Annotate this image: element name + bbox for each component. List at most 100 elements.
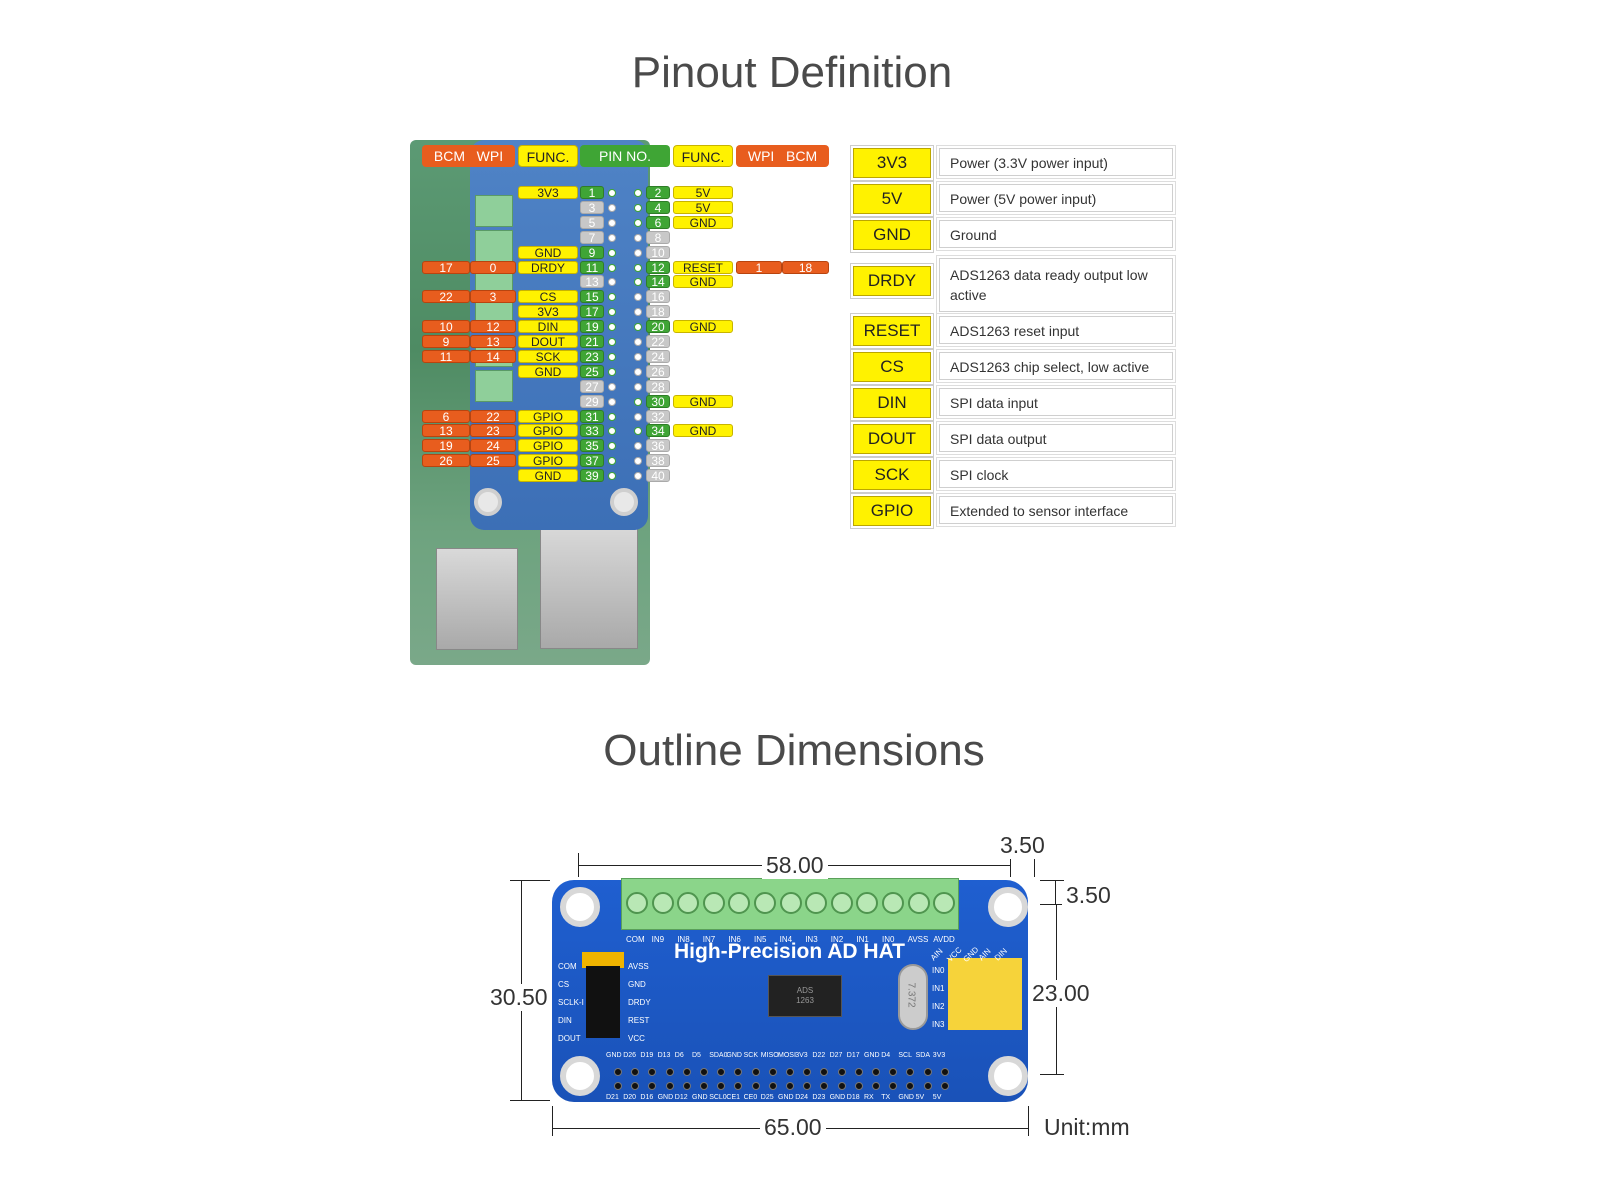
func-left: GND (518, 246, 578, 260)
terminal-screw-icon (754, 892, 776, 914)
terminal-label: IN5 (754, 935, 767, 944)
gpio-pin-icon (820, 1068, 829, 1076)
pin-number: 26 (646, 365, 670, 379)
func-right: GND (673, 216, 733, 230)
input-label: IN2 (932, 1002, 945, 1011)
func-left: GND (518, 469, 578, 483)
jumper-label: DRDY (628, 998, 651, 1007)
jumper-label: VCC (628, 1034, 645, 1043)
header-pin (634, 219, 642, 227)
header-wpi-bcm-right: WPI BCM (736, 145, 829, 167)
left-pin-label: COM (558, 962, 577, 971)
dim-tick (1034, 853, 1035, 877)
terminal-label: AVSS (907, 935, 929, 944)
gpio-pin-icon (665, 1082, 674, 1090)
gpio-top-label: GND (864, 1052, 880, 1059)
bcm-right: 18 (782, 261, 829, 275)
pin-number: 20 (646, 320, 670, 334)
gpio-pin-icon (803, 1068, 812, 1076)
func-left: SCK (518, 350, 578, 364)
pin-number: 24 (646, 350, 670, 364)
mounting-hole-icon (988, 1056, 1028, 1096)
gpio-pin-icon (940, 1068, 949, 1076)
pin-number: 23 (580, 350, 604, 364)
func-right: RESET (673, 261, 733, 275)
dim-tick (1040, 880, 1064, 881)
pin-number: 15 (580, 290, 604, 304)
left-pin-label: CS (558, 980, 570, 989)
outline-title: Outline Dimensions (603, 726, 985, 775)
gpio-pin-icon (940, 1082, 949, 1090)
func-left: GPIO (518, 424, 578, 438)
pinout-title: Pinout Definition (631, 48, 953, 97)
legend-row: 3V3 Power (3.3V power input) (853, 148, 1178, 178)
header-pin (634, 472, 642, 480)
gpio-pin-icon (734, 1068, 743, 1076)
legend-label: GPIO (853, 496, 931, 526)
board-name: High-Precision AD HAT (674, 940, 906, 963)
func-right: 5V (673, 201, 733, 215)
terminal-label: COM (626, 935, 645, 944)
pin-number: 39 (580, 469, 604, 483)
jumper-label: AVSS (628, 962, 649, 971)
terminal-screw-icon (933, 892, 956, 914)
header-pin (634, 264, 642, 272)
gpio-pin-icon (717, 1068, 726, 1076)
gpio-pin-icon (734, 1082, 743, 1090)
dim-tick (510, 880, 550, 881)
func-left: DIN (518, 320, 578, 334)
pin-number: 6 (646, 216, 670, 230)
gpio-top-label: D26 (623, 1052, 637, 1059)
pin-number: 14 (646, 275, 670, 289)
wpi-right: 1 (736, 261, 782, 275)
gpio-pin-icon (682, 1082, 691, 1090)
gpio-pin-icon (837, 1082, 846, 1090)
bcm-left: 10 (422, 320, 470, 334)
pin-number: 32 (646, 410, 670, 424)
header-pin (634, 368, 642, 376)
legend-description: ADS1263 data ready output low active (939, 258, 1173, 312)
header-pin (608, 249, 616, 257)
pin-number: 30 (646, 395, 670, 409)
gpio-pin-icon (631, 1068, 640, 1076)
func-left: CS (518, 290, 578, 304)
terminal-label: IN0 (882, 935, 895, 944)
gpio-pin-icon (700, 1082, 708, 1090)
legend-description: SPI data input (939, 388, 1173, 416)
gpio-pin-icon (648, 1068, 657, 1076)
header-pin (608, 457, 616, 465)
legend-row: 5V Power (5V power input) (853, 184, 1178, 214)
header-pin (608, 264, 616, 272)
dim-tick (578, 853, 579, 877)
gpio-top-label: MISO (760, 1052, 779, 1059)
legend-description: Power (3.3V power input) (939, 148, 1173, 176)
wpi-left: 3 (470, 290, 516, 304)
gpio-pin-icon (906, 1082, 915, 1090)
input-label: IN3 (932, 1020, 945, 1029)
terminal-screw-icon (626, 892, 648, 914)
header-pin (608, 413, 616, 421)
gpio-top-label: D19 (640, 1052, 654, 1059)
terminal-block-image (475, 195, 513, 227)
header-pin (608, 442, 616, 450)
legend-label: SCK (853, 460, 931, 490)
gpio-bottom-label: D23 (812, 1094, 826, 1101)
gpio-top-label: 3V3 (932, 1052, 946, 1059)
jumper-header-image (586, 966, 620, 1038)
legend-row: GPIO Extended to sensor interface (853, 496, 1178, 526)
header-pin (634, 308, 642, 316)
terminal-block-image (475, 370, 513, 402)
header-pin (608, 383, 616, 391)
mounting-hole-icon (610, 488, 638, 516)
gpio-pin-icon (923, 1068, 932, 1076)
wpi-left: 22 (470, 410, 516, 424)
header-pin-no: PIN NO. (580, 145, 670, 167)
legend-label: DRDY (853, 266, 931, 296)
header-pin (634, 353, 642, 361)
gpio-pin-icon (682, 1068, 691, 1076)
terminal-screw-icon (677, 892, 700, 914)
usb-port-image (436, 548, 518, 650)
gpio-pin-icon (854, 1082, 863, 1090)
pin-number: 19 (580, 320, 604, 334)
gpio-pin-icon (820, 1082, 829, 1090)
